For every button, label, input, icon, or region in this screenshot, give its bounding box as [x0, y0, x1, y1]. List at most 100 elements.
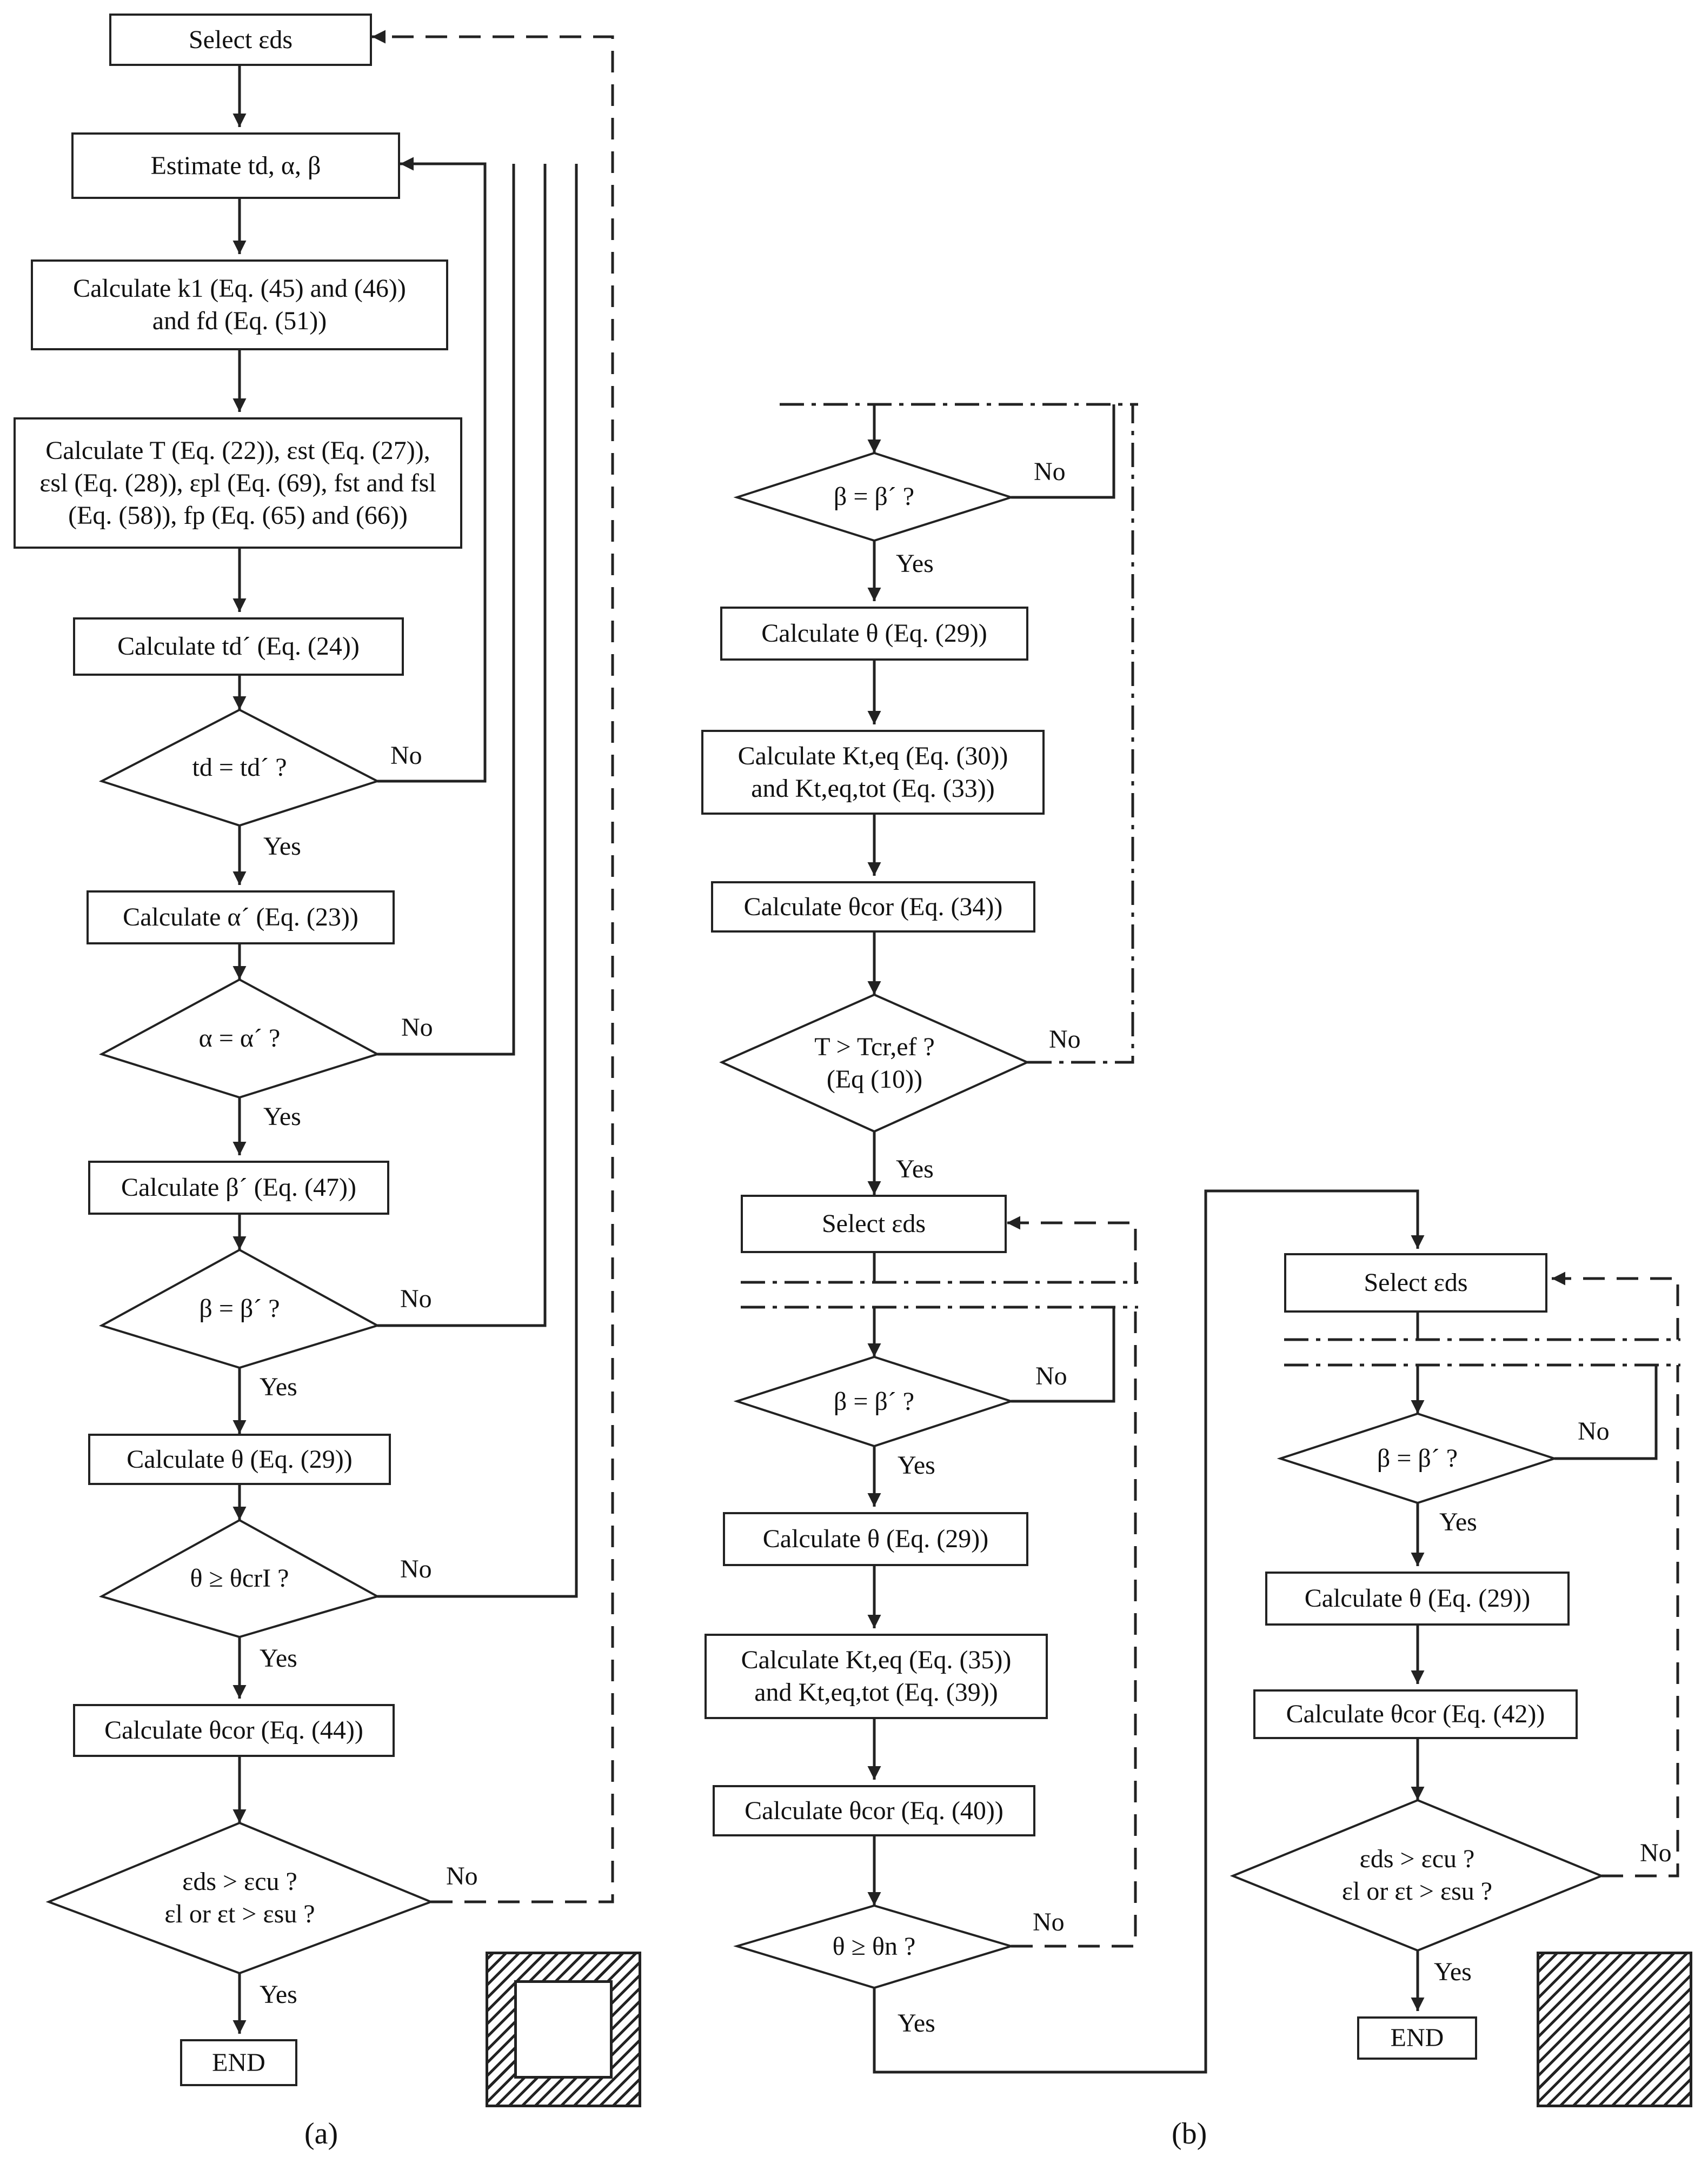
- a-check-beta: β = β´ ?: [102, 1250, 377, 1368]
- a-k1-line1: Calculate k1 (Eq. (45) and (46)): [73, 274, 406, 303]
- b-theta-2-label: Calculate θ (Eq. (29)): [762, 1524, 989, 1553]
- b-check-theta-n: θ ≥ θn ?: [737, 1906, 1011, 1988]
- b-calc-theta-1: Calculate θ (Eq. (29)): [720, 607, 1028, 661]
- a-check-final-strains: εds > εcu ? εl or εt > εsu ?: [49, 1823, 431, 1973]
- b-calc-theta-2: Calculate θ (Eq. (29)): [723, 1512, 1028, 1566]
- b-no-label-final: No: [1640, 1839, 1672, 1867]
- a-calc-td-prime: Calculate td´ (Eq. (24)): [73, 617, 404, 676]
- b-yes-label-theta-n: Yes: [898, 2009, 935, 2038]
- a-select-label: Select εds: [188, 25, 293, 54]
- b-end-label: END: [1390, 2023, 1444, 2052]
- a-estimate-td-alpha-beta: Estimate td, α, β: [71, 132, 400, 199]
- b-select-eps-ds-2: Select εds: [741, 1195, 1007, 1253]
- a-calc-T-strains: Calculate T (Eq. (22)), εst (Eq. (27)), …: [14, 417, 462, 549]
- a-end: END: [180, 2039, 297, 2086]
- a-yes-label-final: Yes: [260, 1980, 297, 2009]
- a-yes-label-theta: Yes: [260, 1644, 297, 1673]
- caption-b: (b): [1172, 2117, 1207, 2151]
- b-T-check-line1: T > Tcr,ef ?: [814, 1032, 935, 1061]
- a-no-label-beta: No: [400, 1284, 432, 1313]
- b-no-label-beta-2: No: [1035, 1362, 1067, 1390]
- b-calc-theta-cor-3: Calculate θcor (Eq. (42)): [1253, 1689, 1578, 1739]
- b-beta-check-2-label: β = β´ ?: [833, 1387, 915, 1416]
- a-final-line1: εds > εcu ?: [182, 1867, 297, 1896]
- b-calc-kteq-2: Calculate Kt,eq (Eq. (35)) and Kt,eq,tot…: [705, 1634, 1048, 1719]
- a-no-label-theta: No: [400, 1555, 432, 1583]
- b-select-eps-ds-3: Select εds: [1284, 1253, 1547, 1313]
- a-calc-theta-cor: Calculate θcor (Eq. (44)): [73, 1704, 395, 1757]
- b-check-beta-3: β = β´ ?: [1280, 1414, 1554, 1503]
- a-calc-alpha-prime: Calculate α´ (Eq. (23)): [87, 890, 395, 944]
- b-check-final-strains: εds > εcu ? εl or εt > εsu ?: [1233, 1800, 1601, 1950]
- a-alpha-label: Calculate α´ (Eq. (23)): [123, 903, 358, 931]
- b-select-2-label: Select εds: [821, 1209, 926, 1238]
- b-kteq-1-line1: Calculate Kt,eq (Eq. (30)): [737, 741, 1008, 770]
- b-no-label-beta-3: No: [1578, 1417, 1610, 1446]
- a-check-alpha: α = α´ ?: [102, 980, 377, 1097]
- a-no-label-final: No: [446, 1862, 478, 1890]
- b-beta-check-1-label: β = β´ ?: [833, 482, 915, 511]
- a-final-line2: εl or εt > εsu ?: [164, 1900, 315, 1928]
- a-yes-label-beta: Yes: [260, 1373, 297, 1401]
- a-check-theta-cr: θ ≥ θcrI ?: [102, 1520, 377, 1637]
- a-calc-k1-fd: Calculate k1 (Eq. (45) and (46)) and fd …: [31, 259, 448, 350]
- a-check-td: td = td´ ?: [102, 710, 377, 825]
- b-check-T-cr: T > Tcr,ef ? (Eq (10)): [722, 995, 1027, 1131]
- b-yes-label-beta-1: Yes: [896, 549, 934, 578]
- a-td-label: Calculate td´ (Eq. (24)): [117, 632, 360, 661]
- b-end: END: [1357, 2016, 1477, 2060]
- b-check-beta-2: β = β´ ?: [737, 1357, 1011, 1446]
- b-final-line2: εl or εt > εsu ?: [1341, 1877, 1493, 1906]
- a-end-label: END: [212, 2048, 265, 2077]
- a-theta-cor-label: Calculate θcor (Eq. (44)): [104, 1716, 363, 1745]
- a-estimate-label: Estimate td, α, β: [150, 151, 321, 180]
- a-calc-beta-prime: Calculate β´ (Eq. (47)): [88, 1161, 389, 1215]
- b-T-check-line2: (Eq (10)): [826, 1064, 923, 1094]
- a-theta-label: Calculate θ (Eq. (29)): [127, 1444, 353, 1474]
- b-no-label-theta-n: No: [1033, 1908, 1065, 1936]
- a-T-line3: (Eq. (58)), fp (Eq. (65) and (66)): [68, 501, 408, 530]
- b-calc-theta-cor-1: Calculate θcor (Eq. (34)): [711, 881, 1035, 933]
- a-no-label-alpha: No: [401, 1013, 433, 1042]
- a-yes-label-alpha: Yes: [263, 1102, 301, 1131]
- b-theta-cor-1-label: Calculate θcor (Eq. (34)): [743, 892, 1003, 921]
- a-select-eps-ds: Select εds: [109, 14, 372, 66]
- a-T-line2: εsl (Eq. (28)), εpl (Eq. (69), fst and f…: [39, 468, 436, 497]
- b-kteq-2-line2: and Kt,eq,tot (Eq. (39)): [754, 1678, 998, 1707]
- b-theta-cor-2-label: Calculate θcor (Eq. (40)): [745, 1796, 1003, 1825]
- b-yes-label-final: Yes: [1434, 1958, 1472, 1986]
- b-check-beta-1: β = β´ ?: [737, 453, 1011, 541]
- b-yes-label-beta-3: Yes: [1439, 1508, 1477, 1536]
- a-calc-theta: Calculate θ (Eq. (29)): [88, 1434, 391, 1485]
- b-kteq-1-line2: and Kt,eq,tot (Eq. (33)): [751, 774, 995, 803]
- a-beta-check-label: β = β´ ?: [199, 1294, 280, 1323]
- a-beta-label: Calculate β´ (Eq. (47)): [121, 1173, 356, 1202]
- b-calc-kteq-1: Calculate Kt,eq (Eq. (30)) and Kt,eq,tot…: [701, 730, 1045, 815]
- b-final-line1: εds > εcu ?: [1359, 1845, 1475, 1873]
- b-calc-theta-cor-2: Calculate θcor (Eq. (40)): [713, 1785, 1035, 1836]
- a-theta-check-label: θ ≥ θcrI ?: [190, 1564, 289, 1593]
- b-calc-theta-3: Calculate θ (Eq. (29)): [1265, 1572, 1570, 1626]
- a-k1-line2: and fd (Eq. (51)): [152, 307, 327, 335]
- b-theta-3-label: Calculate θ (Eq. (29)): [1304, 1584, 1531, 1613]
- b-yes-label-beta-2: Yes: [898, 1451, 935, 1480]
- b-no-label-beta-1: No: [1034, 457, 1066, 486]
- a-yes-label-td: Yes: [263, 832, 301, 861]
- b-select-3-label: Select εds: [1364, 1268, 1468, 1297]
- caption-a: (a): [304, 2117, 338, 2151]
- a-td-check-label: td = td´ ?: [192, 753, 287, 782]
- b-theta-cor-3-label: Calculate θcor (Eq. (42)): [1286, 1700, 1545, 1728]
- a-T-line1: Calculate T (Eq. (22)), εst (Eq. (27)),: [45, 436, 430, 465]
- b-beta-check-3-label: β = β´ ?: [1377, 1443, 1458, 1473]
- b-yes-label-T-cr: Yes: [896, 1155, 934, 1183]
- solid-section-icon: [1537, 1952, 1692, 2107]
- b-no-label-T-cr: No: [1049, 1025, 1081, 1054]
- b-theta-n-check-label: θ ≥ θn ?: [832, 1932, 916, 1961]
- hollow-section-icon: [486, 1952, 641, 2107]
- a-no-label-td: No: [390, 741, 422, 770]
- a-alpha-check-label: α = α´ ?: [198, 1024, 281, 1053]
- b-kteq-2-line1: Calculate Kt,eq (Eq. (35)): [741, 1646, 1012, 1674]
- b-theta-1-label: Calculate θ (Eq. (29)): [761, 619, 987, 648]
